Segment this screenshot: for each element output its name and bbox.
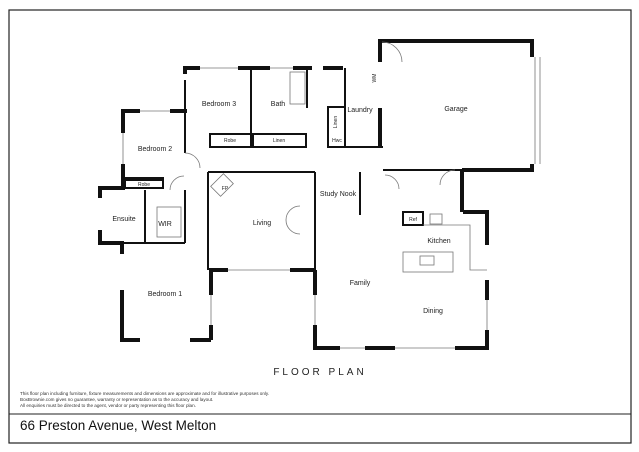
room-label-bath: Bath [271,101,286,108]
fixtures [122,41,541,349]
disclaimer-line: This floor plan including furniture, fix… [20,391,270,396]
room-label-family: Family [350,280,371,287]
exterior-walls [98,39,534,350]
plan-title: FLOOR PLAN [273,367,367,378]
interior-walls [122,68,462,270]
room-label-linen-cupboard: Linen [333,116,339,128]
room-label-robe-3: Robe [224,138,236,144]
room-label-kitchen: Kitchen [427,238,450,245]
room-label-robe-2: Robe [138,182,150,188]
room-label-wm: WM [372,74,378,83]
disclaimer: This floor plan including furniture, fix… [20,391,269,409]
room-label-ref: Ref [409,217,417,223]
room-label-laundry: Laundry [347,107,373,114]
room-label-bedroom-2: Bedroom 2 [138,146,172,153]
room-label-garage: Garage [444,106,467,113]
disclaimer-line: BoxBrownie.com gives no guarantee, warra… [20,397,214,402]
room-label-hwc: Hwc [332,138,342,144]
room-label-fireplace: FP [222,186,229,192]
room-label-bedroom-1: Bedroom 1 [148,291,182,298]
page-frame [8,9,632,444]
property-address: 66 Preston Avenue, West Melton [20,418,217,433]
room-label-wir: WIR [158,221,172,228]
room-label-dining: Dining [423,308,443,315]
room-label-bedroom-3: Bedroom 3 [202,101,236,108]
room-label-ensuite: Ensuite [112,216,135,223]
room-label-living: Living [253,220,271,227]
disclaimer-line: All enquiries must be directed to the ag… [20,403,196,408]
room-label-linen-hall: Linen [273,138,285,144]
room-label-study-nook: Study Nook [320,191,357,198]
